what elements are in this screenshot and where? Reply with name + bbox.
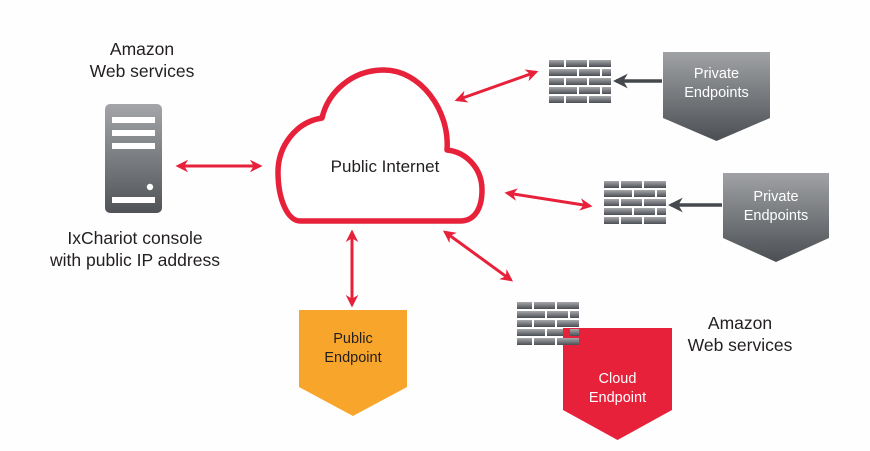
cloud-endpoint-shape[interactable] xyxy=(563,328,672,440)
private-endpoints-line1: Private xyxy=(753,189,799,205)
public-endpoint-line2: Endpoint xyxy=(324,350,382,366)
firewall-brick-icon xyxy=(604,181,666,224)
cloud-endpoint-line2: Endpoint xyxy=(588,390,647,406)
cloud-outline-icon xyxy=(275,67,485,224)
arrow-internet-cloud xyxy=(442,230,514,282)
internet-label-text: Public Internet xyxy=(330,157,440,176)
arrow-internet-private-1 xyxy=(454,69,539,103)
private-endpoints-label: Private Endpoints xyxy=(663,65,770,103)
cloud-provider-line1: Amazon xyxy=(707,313,773,333)
private-endpoints-line2: Endpoints xyxy=(743,208,809,224)
console-provider-line1: Amazon xyxy=(109,39,175,59)
console-caption-line2: with public IP address xyxy=(50,250,220,270)
private-endpoints-line2: Endpoints xyxy=(684,85,749,101)
cloud-provider-line2: Web services xyxy=(687,335,793,355)
firewall-overlap-bricks xyxy=(557,329,579,345)
console-provider-label: Amazon Web services xyxy=(62,38,222,82)
cloud-endpoint-label: Cloud Endpoint xyxy=(563,370,672,408)
console-caption-line1: IxChariot console xyxy=(67,228,203,248)
server-tower-icon xyxy=(105,104,162,213)
public-endpoint-shape[interactable] xyxy=(299,310,407,416)
private-endpoints-shape[interactable] xyxy=(723,173,829,262)
cloud-provider-label: Amazon Web services xyxy=(665,312,815,356)
private-endpoints-shape[interactable] xyxy=(663,52,770,141)
console-provider-line2: Web services xyxy=(89,61,195,81)
arrow-internet-private-2 xyxy=(504,188,593,211)
cloud-endpoint-line1: Cloud xyxy=(598,371,637,387)
firewall-brick-icon xyxy=(549,60,611,103)
private-endpoints-line1: Private xyxy=(693,66,740,82)
console-caption: IxChariot console with public IP address xyxy=(20,227,250,271)
internet-label: Public Internet xyxy=(300,156,470,178)
public-endpoint-label: Public Endpoint xyxy=(299,330,407,368)
private-endpoints-label: Private Endpoints xyxy=(723,188,829,226)
public-endpoint-line1: Public xyxy=(333,331,373,347)
